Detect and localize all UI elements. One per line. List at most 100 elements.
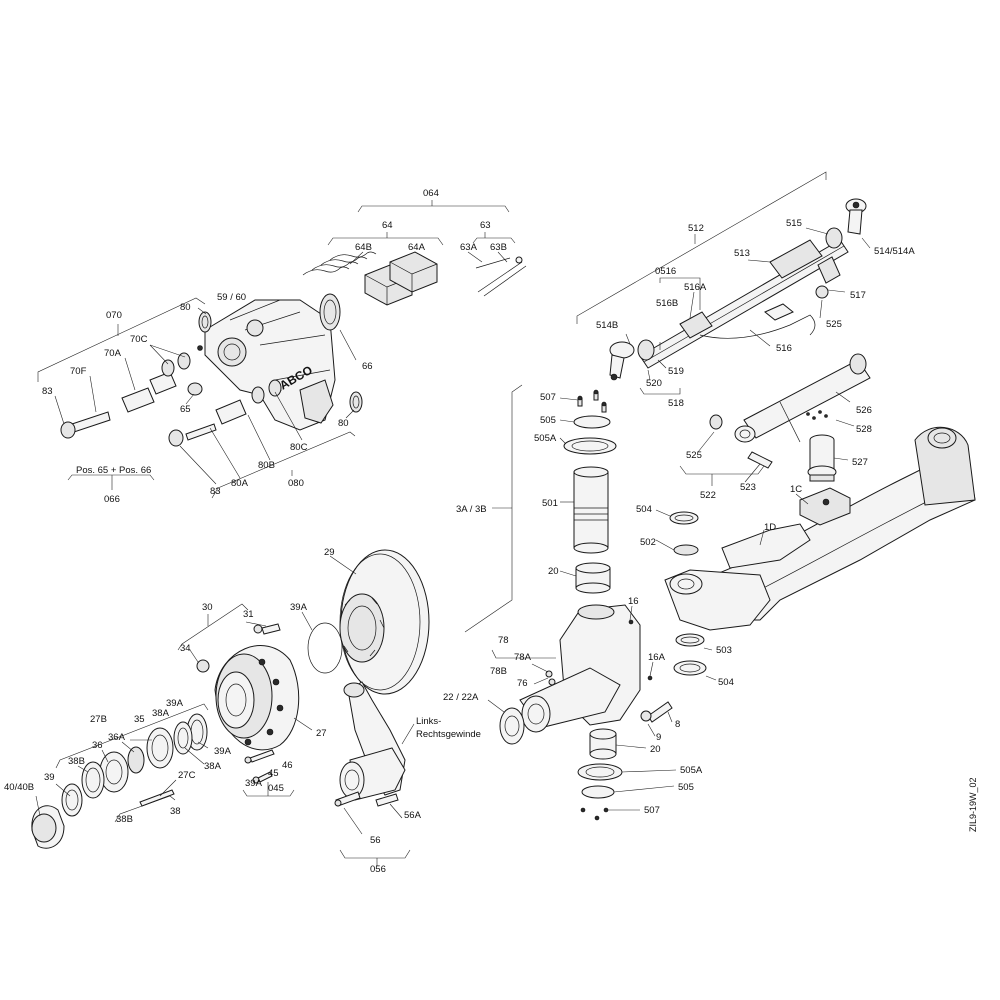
label-36A: 36A [108,732,126,743]
label-45: 45 [268,768,279,779]
label-78A: 78A [514,652,532,663]
guide-pin-lower [168,379,282,447]
label-pos-65-66: Pos. 65 + Pos. 66 [76,465,151,476]
boot-seal [319,293,341,331]
label-518: 518 [668,398,684,409]
label-080: 080 [288,478,304,489]
label-35: 35 [134,714,145,725]
brake-pad-right [389,251,438,293]
bushing-top [575,562,611,594]
label-066: 066 [104,494,120,505]
label-59-60: 59 / 60 [217,292,246,303]
label-22-22A: 22 / 22A [443,692,479,703]
label-520: 520 [646,378,662,389]
label-507-bottom: 507 [644,805,660,816]
wheel-hub [177,603,343,797]
tie-rod-assembly [576,171,871,395]
label-30: 30 [202,602,213,613]
label-78: 78 [498,635,509,646]
label-65: 65 [180,404,191,415]
label-513: 513 [734,248,750,259]
label-27C: 27C [178,770,196,781]
king-pin [573,466,609,554]
label-56: 56 [370,835,381,846]
label-514B: 514B [596,320,618,331]
label-80-right: 80 [338,418,349,429]
brake-pad-kit-group [302,200,527,306]
label-66: 66 [362,361,373,372]
damper-cylinder [743,359,871,439]
label-39A-top: 39A [290,602,308,613]
label-80-top: 80 [180,302,191,313]
bolt-8 [640,701,673,723]
label-045: 045 [268,783,284,794]
label-504-top: 504 [636,504,652,515]
label-38B-bottom: 38B [116,814,133,825]
label-63A: 63A [460,242,478,253]
label-80C: 80C [290,442,308,453]
label-38B-top: 38B [68,756,85,767]
label-070: 070 [106,310,122,321]
label-29: 29 [324,547,335,558]
label-525-mid: 525 [686,450,702,461]
bearing-22 [499,707,525,745]
label-522: 522 [700,490,716,501]
guide-pin-upper [60,345,203,439]
bearing-36 [99,751,129,793]
label-501: 501 [542,498,558,509]
label-39A-mid: 39A [166,698,184,709]
gasket-bottom [577,763,623,781]
drawing-id: ZIL9-19W_02 [968,777,978,832]
label-83-top: 83 [42,386,53,397]
label-27: 27 [316,728,327,739]
label-64A: 64A [408,242,426,253]
label-3A-3B: 3A / 3B [456,504,487,515]
label-80A: 80A [231,478,249,489]
label-40-40B: 40/40B [4,782,34,793]
caliper-assembly: WABCO [37,293,363,499]
part-number-labels: 064 64 63 64B 64A 63A 63B 070 80 59 / 60… [4,188,978,875]
label-512: 512 [688,223,704,234]
king-pin-assembly [464,384,717,821]
label-39A-045: 39A [245,778,263,789]
label-27B: 27B [90,714,107,725]
label-528: 528 [856,424,872,435]
label-1D: 1D [764,522,776,533]
thrust-bearing [669,511,699,525]
stud-27C [139,789,175,807]
label-34: 34 [180,643,191,654]
label-516B: 516B [656,298,678,309]
label-64: 64 [382,220,393,231]
label-526: 526 [856,405,872,416]
screw-group-top [577,389,607,413]
label-46: 46 [282,760,293,771]
label-525-top: 525 [826,319,842,330]
retaining-pin [475,256,527,297]
label-502: 502 [640,537,656,548]
label-0516: 0516 [655,266,676,277]
tie-rod-clamp [769,239,823,279]
bearing-35 [146,727,174,769]
steering-damper [679,353,871,486]
label-links: Links- [416,716,441,727]
bushing-bottom [589,728,617,760]
seal-ring [349,391,363,413]
brake-disc [329,549,430,695]
bearing-stack [31,703,209,849]
label-516: 516 [776,343,792,354]
ball-joint-left [609,339,655,381]
ball-joint-right [825,198,867,249]
label-70A: 70A [104,348,122,359]
label-507-top: 507 [540,392,556,403]
label-63: 63 [480,220,491,231]
label-523: 523 [740,482,756,493]
gasket-top [563,437,617,455]
shim [673,544,699,556]
label-16A: 16A [648,652,666,663]
label-38: 38 [170,806,181,817]
cover-plate-top [573,415,611,429]
label-517: 517 [850,290,866,301]
spindle-assembly [334,681,415,866]
label-64B: 64B [355,242,372,253]
